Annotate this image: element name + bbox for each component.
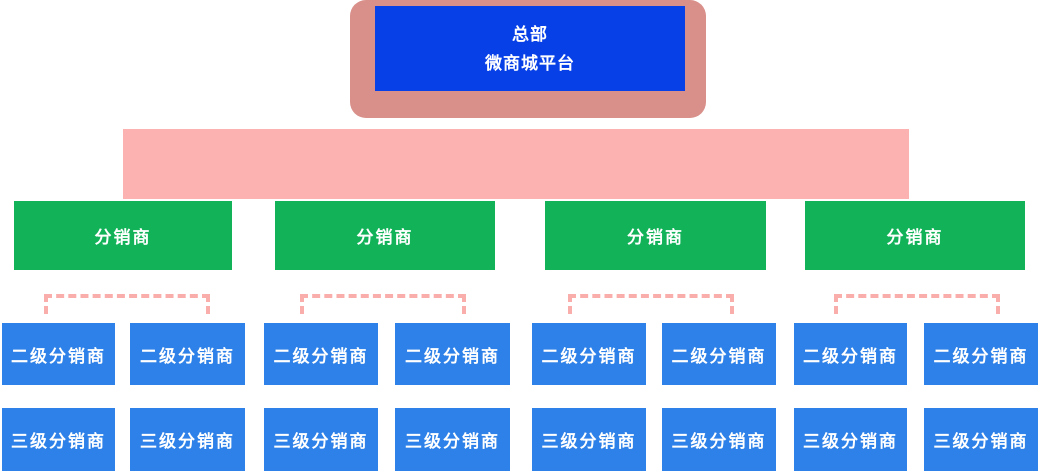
third-level-distributor-node: 三级分销商 — [924, 408, 1038, 471]
third-level-distributor-node: 三级分销商 — [794, 408, 907, 471]
sub-distributor-node: 二级分销商 — [924, 323, 1038, 385]
headquarters-title: 总部 — [512, 24, 548, 44]
third-level-distributor-node: 三级分销商 — [532, 408, 646, 471]
sub-distributor-node: 二级分销商 — [395, 323, 510, 385]
headquarters-subtitle: 微商城平台 — [485, 53, 575, 73]
dashed-connector — [44, 294, 210, 314]
sub-distributor-node: 二级分销商 — [264, 323, 378, 385]
sub-distributor-node: 二级分销商 — [2, 323, 115, 385]
third-level-distributor-node: 三级分销商 — [130, 408, 245, 471]
connector-bar — [123, 129, 909, 199]
third-level-distributor-node: 三级分销商 — [395, 408, 510, 471]
distributor-node: 分销商 — [545, 201, 766, 270]
dashed-connector — [300, 294, 466, 314]
distributor-node: 分销商 — [14, 201, 232, 270]
sub-distributor-node: 二级分销商 — [662, 323, 776, 385]
dashed-connector — [568, 294, 734, 314]
sub-distributor-node: 二级分销商 — [794, 323, 907, 385]
third-level-distributor-node: 三级分销商 — [662, 408, 776, 471]
distributor-node: 分销商 — [805, 201, 1025, 270]
headquarters-node: 总部 微商城平台 — [375, 6, 685, 91]
third-level-distributor-node: 三级分销商 — [264, 408, 378, 471]
dashed-connector — [834, 294, 1000, 314]
sub-distributor-node: 二级分销商 — [532, 323, 646, 385]
distributor-node: 分销商 — [275, 201, 495, 270]
sub-distributor-node: 二级分销商 — [130, 323, 245, 385]
third-level-distributor-node: 三级分销商 — [2, 408, 115, 471]
